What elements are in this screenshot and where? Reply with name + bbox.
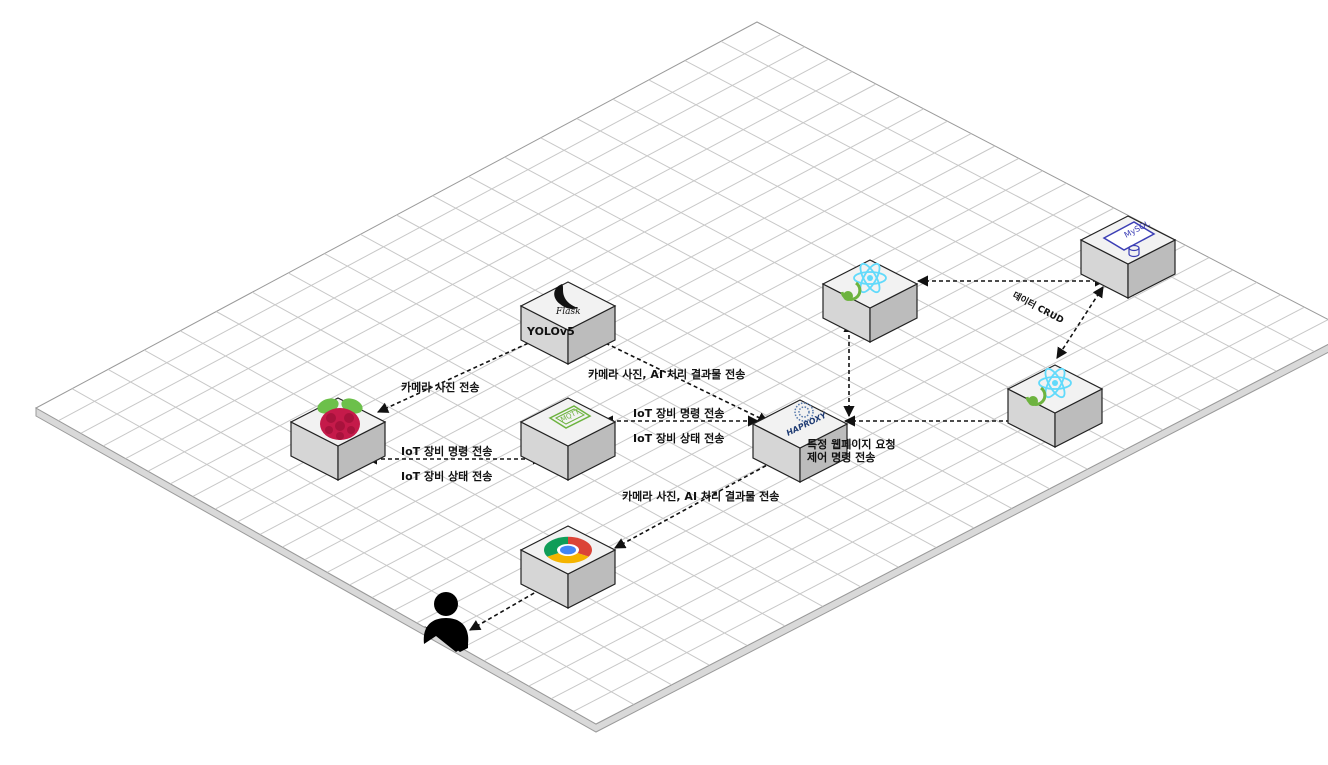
label-chrome-haproxy: 카메라 사진, AI 처리 결과물 전송: [622, 489, 779, 503]
flask-icon: Flask: [554, 284, 581, 317]
label-mqtt-haproxy-cmd: IoT 장비 명령 전송: [633, 406, 724, 420]
chrome-icon: [543, 536, 593, 564]
label-haproxy-req-1: 특정 웹페이지 요청: [807, 437, 896, 451]
arrow-chrome-haproxy: [614, 457, 781, 549]
label-pi-mqtt-cmd: IoT 장비 명령 전송: [401, 444, 492, 458]
label-pi-mqtt-status: IoT 장비 상태 전송: [401, 469, 492, 483]
connections: [365, 275, 1107, 631]
flask-label: YOLOv5: [526, 325, 575, 338]
grid-line: [58, 33, 782, 422]
grid-line: [573, 319, 1328, 712]
grid-line: [528, 294, 1281, 687]
haproxy-node: [751, 399, 849, 483]
grid-line: [684, 60, 1277, 372]
grid-line: [720, 40, 1315, 353]
grid-line: [216, 311, 786, 627]
grid-line: [80, 46, 805, 434]
grid-line: [550, 306, 1305, 700]
arrow-flask-haproxy: [591, 336, 770, 423]
grid-line: [468, 175, 1050, 490]
grid-line: [170, 95, 901, 485]
mqtt-node: [519, 397, 617, 481]
grid-line: [125, 71, 853, 460]
grid-line: [143, 349, 710, 666]
grid-line: [506, 281, 1258, 674]
raspberry-pi-icon: [317, 398, 363, 440]
grid-line: [648, 79, 1239, 392]
react-spring-icon: [840, 262, 887, 301]
flask-caption: Flask: [555, 307, 581, 317]
arrow-mysql-react2: [1056, 286, 1104, 359]
grid-line: [147, 83, 877, 472]
arrow-pi-flask: [376, 334, 548, 413]
user-icon: [423, 592, 469, 652]
mysql-icon: MySQL: [1102, 219, 1156, 258]
react-spring-icon: [1025, 367, 1072, 406]
label-pi-flask: 카메라 사진 전송: [401, 380, 480, 394]
arrow-user-chrome: [469, 584, 549, 631]
grid-line: [179, 330, 748, 647]
grid-line: [483, 269, 1234, 662]
grid-line: [71, 388, 635, 705]
grid-line: [102, 58, 829, 447]
label-flask-haproxy: 카메라 사진, AI 처리 결과물 전송: [588, 367, 745, 381]
grid-line: [107, 368, 672, 686]
label-mqtt-haproxy-status: IoT 장비 상태 전송: [633, 431, 724, 445]
label-haproxy-req-2: 제어 명령 전송: [807, 450, 875, 464]
